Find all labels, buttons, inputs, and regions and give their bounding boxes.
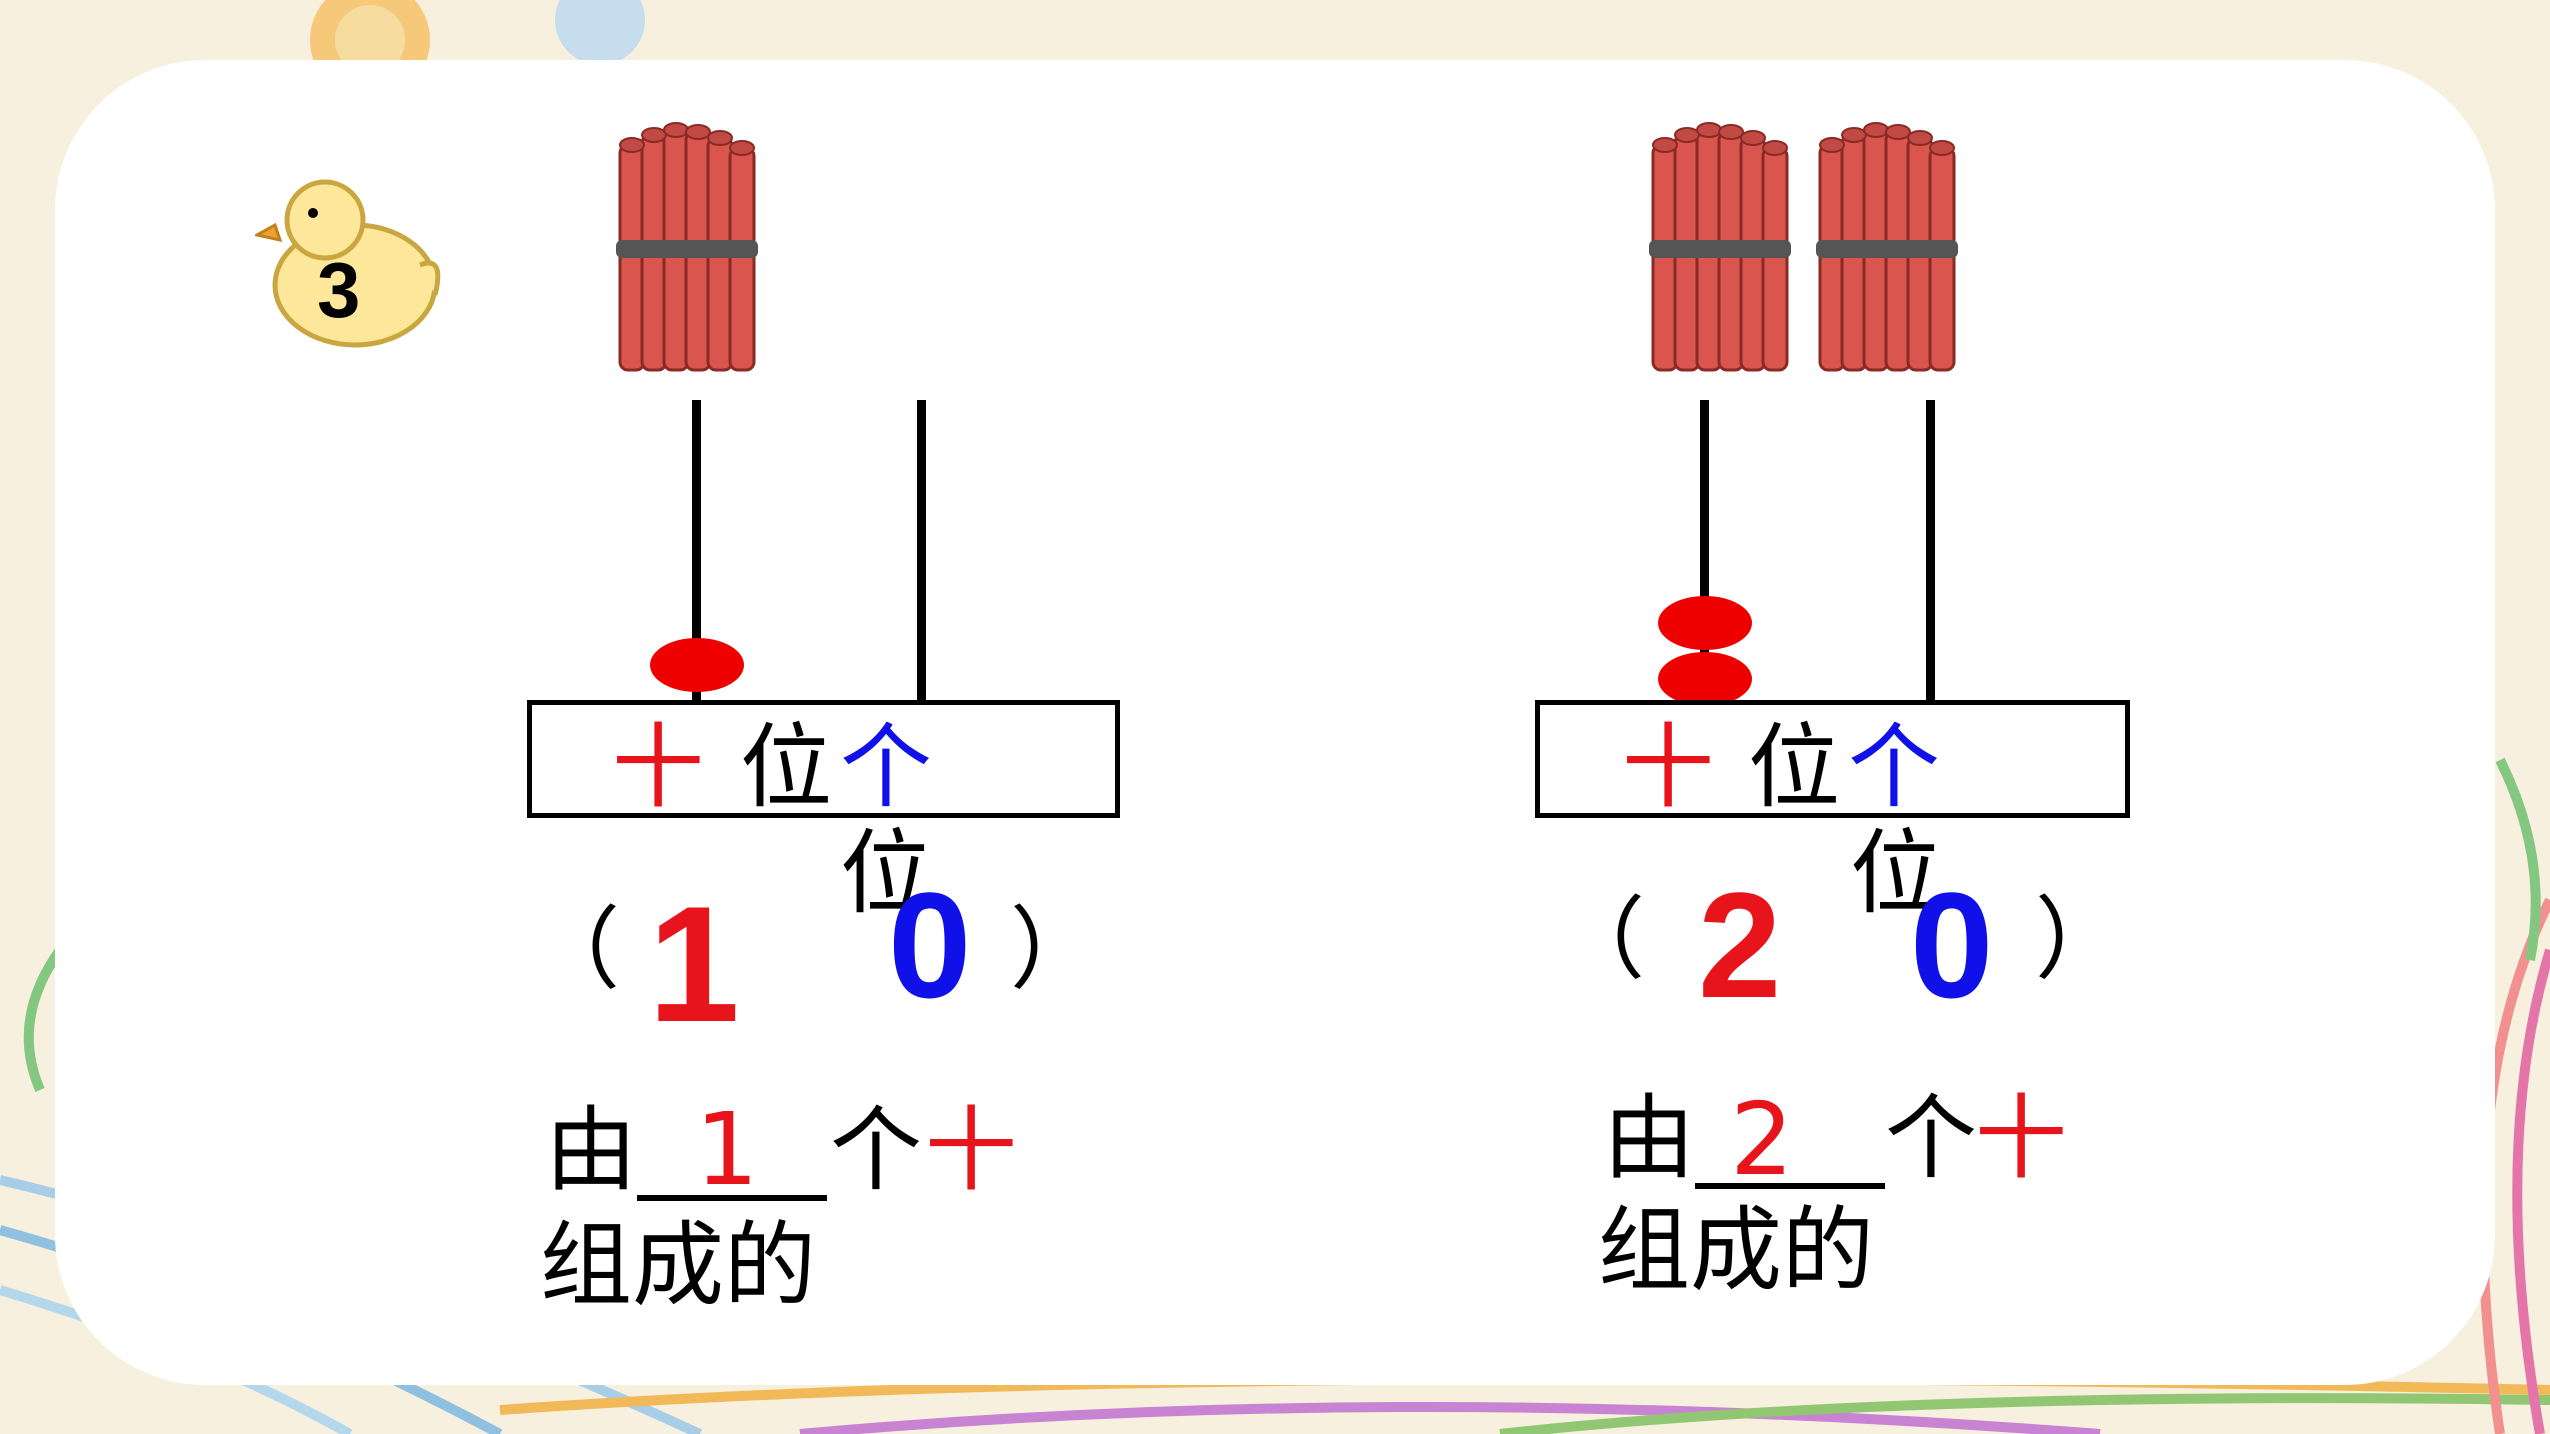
- exercise-badge: 3: [252, 165, 445, 355]
- ones-rod: [917, 400, 926, 700]
- answer-value: 1: [695, 1091, 759, 1208]
- close-paren: ）: [1010, 897, 1100, 1002]
- exercise-number: 3: [317, 246, 361, 334]
- ones-digit: 0: [1910, 861, 1994, 1029]
- ones-wei-label: 位: [840, 820, 933, 927]
- tens-rod: [692, 400, 701, 700]
- ones-wei-label: 位: [1850, 820, 1943, 927]
- answer-blank: [1695, 1183, 1885, 1189]
- tens-bead: [1658, 652, 1752, 706]
- duck-icon: [252, 179, 441, 348]
- sentence-end: 组成的: [540, 1212, 817, 1319]
- stick-bundle-icon: [616, 122, 758, 372]
- sentence-ge: 个: [830, 1097, 923, 1204]
- abacus-base: [1535, 700, 2130, 818]
- sentence-shi: 十: [925, 1097, 1018, 1204]
- sentence-ge: 个: [1885, 1085, 1978, 1192]
- stick-bundle-icon: [1816, 122, 1958, 372]
- tens-rod: [1700, 400, 1709, 700]
- ones-place-label: 个: [1848, 714, 1941, 821]
- sentence-shi: 十: [1975, 1085, 2068, 1192]
- tens-bead: [650, 638, 744, 692]
- abacus-base: [527, 700, 1120, 818]
- sentence-you: 由: [1603, 1085, 1696, 1192]
- tens-bead: [1658, 596, 1752, 650]
- ones-digit: 0: [888, 861, 972, 1029]
- tens-place-label: 十: [612, 714, 705, 821]
- tens-place-label: 十: [1622, 714, 1715, 821]
- answer-blank: [637, 1195, 827, 1201]
- tens-digit: 2: [1698, 861, 1782, 1029]
- ones-place-label: 个: [840, 714, 933, 821]
- stick-bundle-icon: [1649, 122, 1791, 372]
- sentence-you: 由: [545, 1097, 638, 1204]
- ones-rod: [1926, 400, 1935, 700]
- open-paren: （: [1555, 887, 1645, 992]
- open-paren: （: [530, 897, 620, 1002]
- sentence-end: 组成的: [1598, 1197, 1875, 1304]
- tens-wei-label: 位: [740, 714, 833, 821]
- close-paren: ）: [2035, 887, 2125, 992]
- answer-value: 2: [1730, 1081, 1794, 1198]
- tens-digit: 1: [648, 872, 740, 1056]
- tens-wei-label: 位: [1748, 714, 1841, 821]
